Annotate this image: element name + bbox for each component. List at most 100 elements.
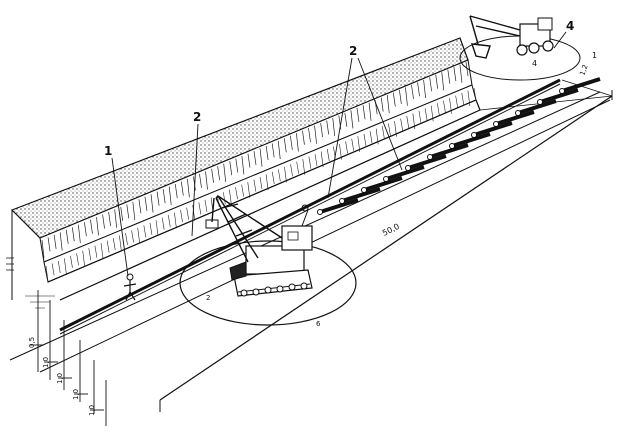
- pipe-end: [559, 88, 565, 94]
- hatch-line: [187, 178, 190, 198]
- hatch-line: [82, 250, 85, 267]
- callout-side-1-label: 1: [592, 51, 597, 60]
- hatch-line: [161, 217, 165, 230]
- hatch-line: [174, 212, 177, 229]
- hatch-line: [180, 210, 183, 223]
- hatch-line: [131, 230, 134, 243]
- pipe-end: [427, 154, 433, 160]
- hatch-line: [314, 154, 318, 167]
- hatch-line: [241, 156, 245, 175]
- excavator: [459, 15, 581, 81]
- hatch-line: [447, 69, 451, 84]
- hatch-line: [399, 89, 402, 105]
- pipe-string: [59, 77, 601, 335]
- hatch-line: [229, 189, 232, 206]
- hatch-line: [253, 150, 257, 166]
- hatch-line: [467, 90, 471, 107]
- hatch-line: [41, 239, 45, 259]
- hatch-line: [253, 179, 257, 192]
- hatch-line: [150, 194, 154, 213]
- hatch-line: [96, 217, 99, 236]
- hatch-line: [88, 248, 92, 261]
- depth-mark-5: 1,0: [88, 405, 96, 416]
- hatch-line: [235, 187, 238, 200]
- hatch-line: [368, 102, 372, 121]
- hatch-line: [388, 123, 391, 136]
- hatch-line: [406, 115, 410, 129]
- hatch-line: [90, 219, 93, 234]
- pipe-end: [471, 132, 477, 138]
- pipe-end: [383, 176, 389, 182]
- hatch-line: [380, 97, 384, 112]
- hatch-line: [278, 169, 281, 182]
- hatch-line: [204, 199, 208, 212]
- hatch-line: [174, 184, 178, 199]
- hatch-line: [247, 182, 251, 198]
- hatch-line: [308, 128, 311, 143]
- hatch-line: [59, 232, 63, 251]
- hatch-line: [381, 126, 385, 139]
- hatch-line: [418, 110, 422, 123]
- hatch-line: [259, 176, 263, 190]
- hatch-line: [125, 232, 128, 245]
- hatch-line: [143, 225, 147, 238]
- pipe-segment: [495, 110, 535, 126]
- dimension-1-2-label: 1,2: [578, 63, 589, 76]
- hatch-line: [247, 153, 251, 168]
- hatch-line: [437, 103, 440, 116]
- hatch-line: [455, 95, 458, 108]
- hatch-line: [314, 125, 317, 144]
- hatch-line: [265, 145, 269, 160]
- callout-1-label: 1: [104, 144, 112, 158]
- hatch-line: [137, 227, 141, 244]
- hatch-line: [423, 79, 426, 99]
- hatch-line: [119, 235, 122, 252]
- hatch-line: [223, 192, 226, 205]
- pipe-segment: [319, 198, 359, 214]
- hatch-line: [241, 184, 244, 197]
- trench-walls: [6, 84, 481, 301]
- hatch-line: [302, 159, 306, 175]
- hatch-line: [168, 186, 172, 205]
- hatch-line: [229, 161, 233, 176]
- hatch-line: [65, 229, 69, 244]
- hatch-line: [417, 82, 420, 97]
- hatch-line: [405, 87, 408, 106]
- pipe-end: [339, 198, 345, 204]
- pipe-end: [405, 165, 411, 171]
- hatch-line: [277, 140, 281, 160]
- hatch-line: [271, 171, 275, 184]
- hatch-line: [386, 95, 390, 114]
- hatch-line: [77, 224, 81, 243]
- hatch-line: [350, 110, 354, 129]
- hatch-line: [284, 166, 287, 183]
- hatch-line: [326, 148, 330, 162]
- mark-2-label: 2: [206, 294, 210, 302]
- depth-mark-4: 1,0: [72, 389, 80, 400]
- hatch-line: [362, 105, 366, 120]
- hatch-line: [205, 171, 208, 190]
- hatch-line: [71, 227, 75, 242]
- hatch-line: [102, 214, 105, 229]
- pipe-segment: [451, 132, 491, 148]
- hatch-line: [289, 135, 293, 150]
- hatch-line: [429, 77, 433, 92]
- hatch-line: [344, 112, 348, 127]
- pipe-segment: [561, 77, 601, 93]
- pipe-end: [537, 99, 543, 105]
- pipe-end: [361, 187, 367, 193]
- hatch-line: [198, 202, 202, 215]
- hatch-line: [363, 133, 367, 146]
- hatch-line: [108, 211, 111, 227]
- mark-6-label: 6: [316, 320, 321, 328]
- pipelayer-crane: [179, 195, 357, 326]
- hatch-line: [332, 117, 336, 137]
- worker-figure: [123, 273, 137, 301]
- hatch-line: [296, 133, 299, 152]
- hatch-line: [120, 206, 124, 221]
- pipe-segment: [517, 99, 557, 115]
- hatch-line: [435, 74, 439, 89]
- hatch-line: [51, 263, 55, 276]
- spoil-bank: [10, 37, 473, 263]
- hatch-line: [302, 130, 305, 145]
